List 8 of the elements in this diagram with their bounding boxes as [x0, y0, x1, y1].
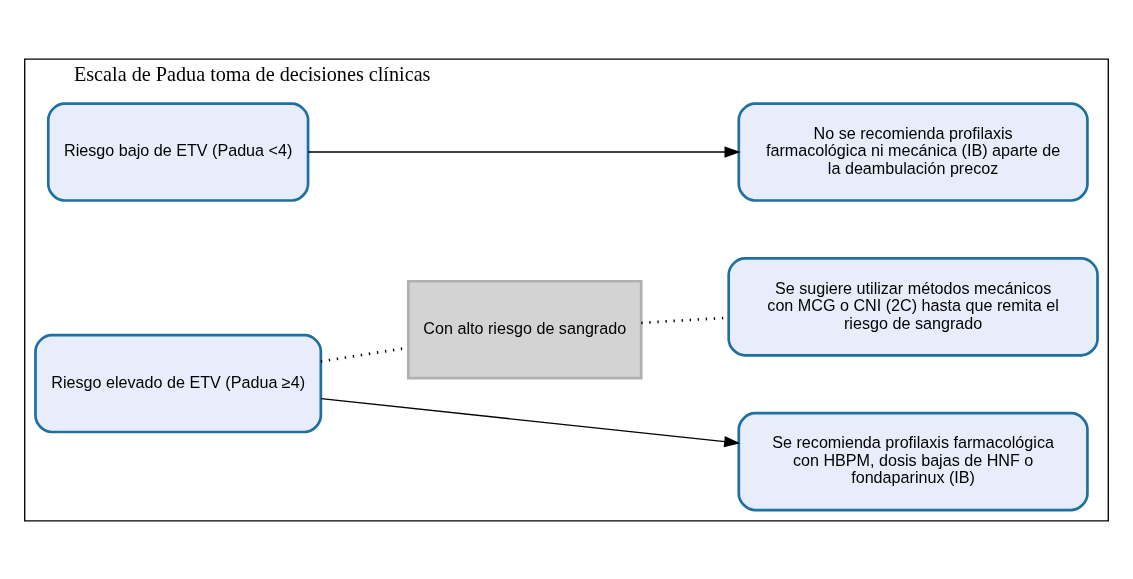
- node-box: Se sugiere utilizar métodos mecánicos con MCG o CNI (2C) hasta que remita el riesgo de sangrado: [727, 256, 1099, 357]
- arrow: [320, 397, 741, 447]
- node-box: Riesgo elevado de ETV (Padua ≥4): [34, 333, 323, 433]
- node-box: No se recomienda profilaxis farmacológica ni mecánica (IB) aparte de la deambulación precoz: [737, 101, 1089, 202]
- arrow: [307, 145, 741, 158]
- node-box: Con alto riesgo de sangrado: [407, 279, 643, 379]
- node-box: Riesgo bajo de ETV (Padua <4): [46, 101, 310, 202]
- node-box: Se recomienda profilaxis farmacológica con HBPM, dosis bajas de HNF o fondaparinux (IB): [737, 411, 1089, 511]
